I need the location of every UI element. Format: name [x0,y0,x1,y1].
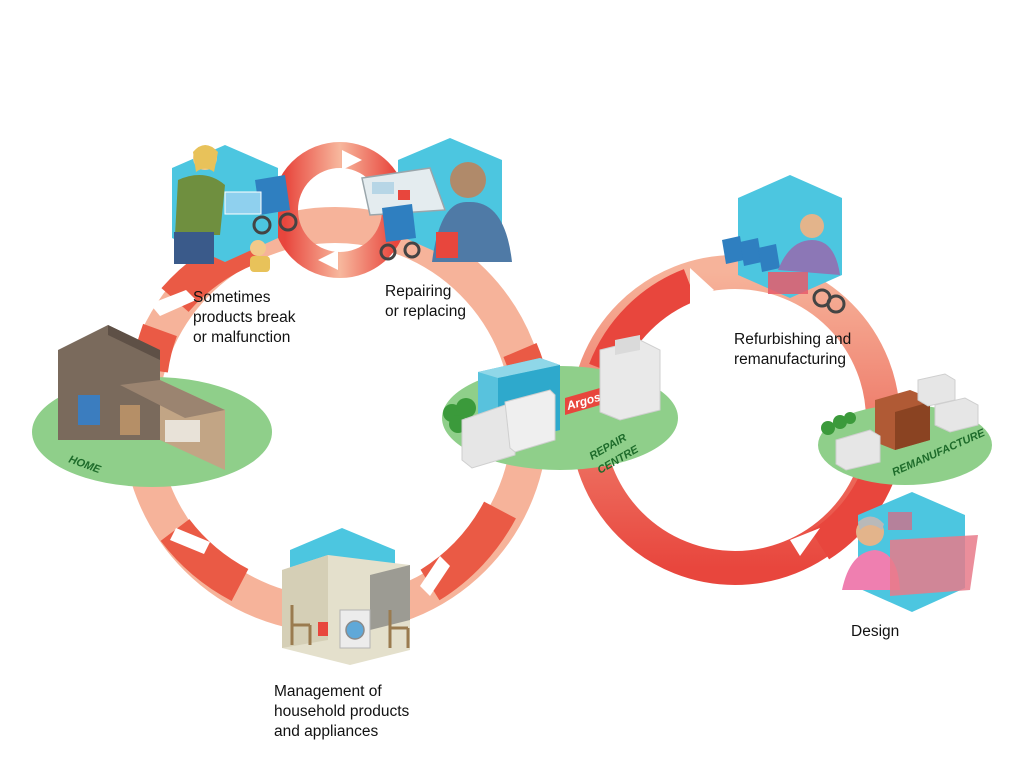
strollers-row-icon [722,236,780,272]
home-hub: HOME [32,325,272,487]
woman-figure-icon [174,145,225,264]
technician-figure-icon [778,214,840,275]
stroller-icon [379,204,421,261]
van-icon [361,167,447,216]
management-illustration [282,528,410,665]
tablet-icon [224,191,262,215]
chairs-icon [290,605,410,648]
caption-repair: Repairing or replacing [385,283,466,320]
argos-sign [565,388,600,415]
repair-centre-hub: Argos REPAIR CENTRE [442,335,678,477]
trees-icon [821,412,856,435]
parts-overlay-icon [768,272,808,294]
white-blocks-icon [835,373,979,471]
remanufacture-hub: REMANUFACTURE [818,373,992,485]
white-blocks-icon [461,335,661,469]
bucket-icon [318,622,328,636]
house-illustration [58,325,225,470]
designer-figure-icon [842,516,900,590]
design-screen-icon [890,535,978,596]
break-illustration [172,145,298,272]
repair-illustration [361,138,512,262]
blueprint-icon [888,512,912,530]
repair-man-figure-icon [432,162,512,262]
stroller-icon [252,175,298,235]
caption-design: Design [851,623,900,640]
caption-management: Management of household products and app… [274,683,410,740]
refurbish-illustration [722,175,846,314]
baby-figure-icon [250,240,270,272]
wheels-icon [812,288,846,314]
design-illustration [842,492,978,612]
caption-break: Sometimes products break or malfunction [193,289,296,346]
caption-refurbish: Refurbishing and remanufacturing [734,331,852,368]
